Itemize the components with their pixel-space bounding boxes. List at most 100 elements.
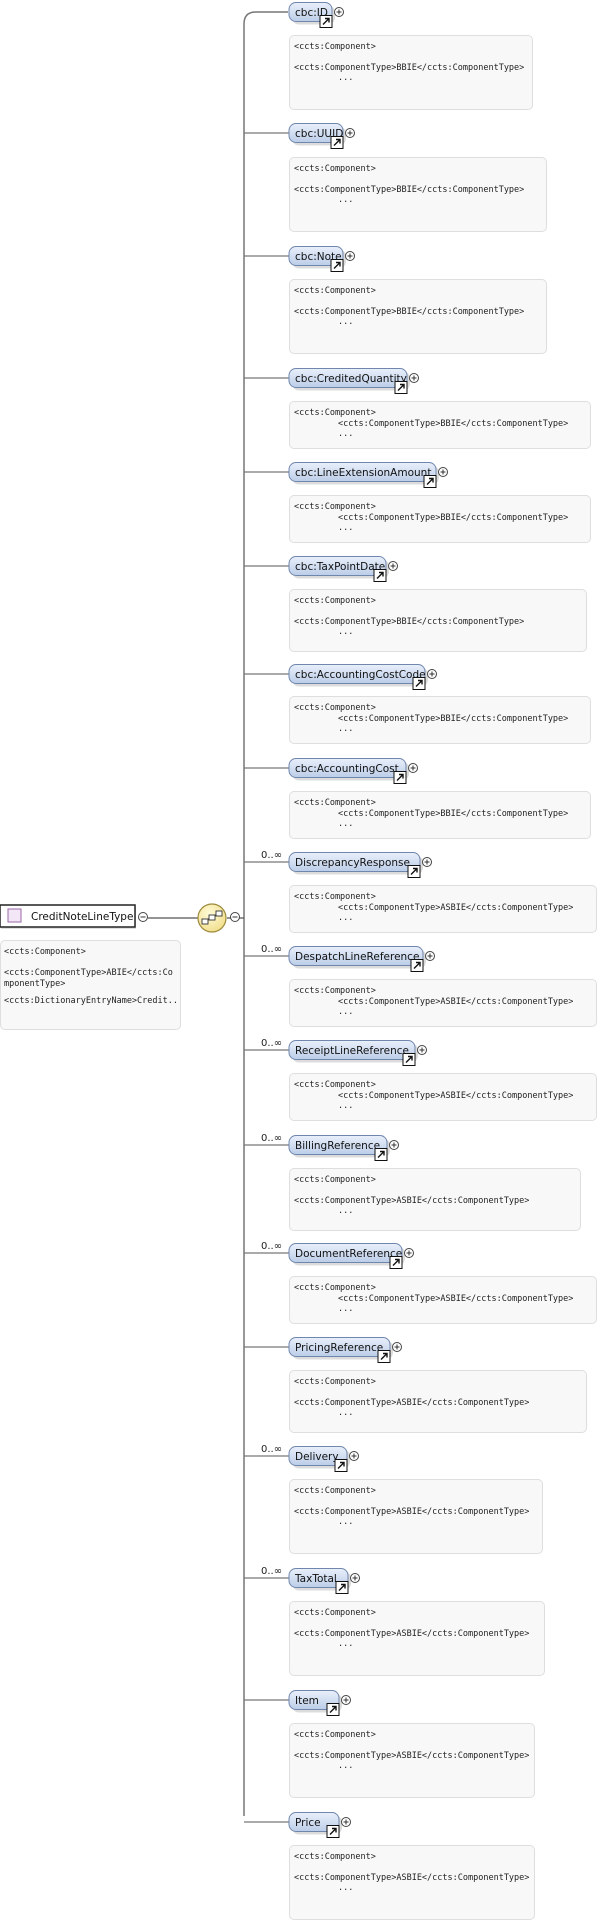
expand-toggle[interactable] [392,1342,402,1352]
root-type-box[interactable]: CreditNoteLineType [0,904,136,929]
annotation-more: ... [338,1101,354,1111]
annotation-more: ... [338,429,354,439]
expand-toggle[interactable] [350,1573,360,1583]
annotation-billing-reference: <ccts:Component><ccts:ComponentType>ASBI… [289,1168,581,1231]
element-cbc-accounting-cost-code[interactable]: cbc:AccountingCostCode [288,664,428,687]
complex-type-icon [7,908,22,923]
expand-toggle[interactable] [427,669,437,679]
element-label: Item [295,1695,319,1707]
sequence-collapse-toggle[interactable] [230,912,240,922]
element-receipt-line-reference[interactable]: ReceiptLineReference [288,1040,418,1063]
expand-toggle[interactable] [409,373,419,383]
annotation-pricing-reference: <ccts:Component><ccts:ComponentType>ASBI… [289,1370,587,1433]
element-cbc-line-extension-amount[interactable]: cbc:LineExtensionAmount [288,462,439,485]
reference-arrow-icon [326,1703,340,1716]
annotation-component: <ccts:Component> [294,1080,376,1090]
reference-arrow-icon [330,136,344,149]
reference-arrow-icon [402,1053,416,1066]
annotation-component: <ccts:Component> [294,42,376,52]
annotation-cbc-credited-quantity: <ccts:Component><ccts:ComponentType>BBIE… [289,401,591,449]
annotation-component: <ccts:Component> [294,703,376,713]
annotation-cbc-line-extension-amount: <ccts:Component><ccts:ComponentType>BBIE… [289,495,591,543]
element-document-reference[interactable]: DocumentReference [288,1243,405,1266]
element-cbc-tax-point-date[interactable]: cbc:TaxPointDate [288,556,389,579]
annotation-component-type: <ccts:ComponentType>ASBIE</ccts:Componen… [338,1091,574,1101]
reference-arrow-icon [423,475,437,488]
expand-toggle[interactable] [341,1817,351,1827]
annotation-more: ... [338,1007,354,1017]
expand-toggle[interactable] [417,1045,427,1055]
expand-toggle[interactable] [422,857,432,867]
annotation-discrepancy-response: <ccts:Component><ccts:ComponentType>ASBI… [289,885,597,933]
expand-toggle[interactable] [345,251,355,261]
element-label: TaxTotal [294,1573,337,1585]
element-pricing-reference[interactable]: PricingReference [288,1337,393,1360]
annotation-component: <ccts:Component> [294,1283,376,1293]
element-delivery[interactable]: Delivery [288,1446,350,1469]
element-cbc-accounting-cost[interactable]: cbc:AccountingCost [288,758,409,781]
annotation-more: ... [338,1304,354,1314]
root-annotation-type: <ccts:ComponentType>ABIE</ccts:Component… [4,968,173,989]
element-label: DiscrepancyResponse [295,857,410,869]
root-annotation: <ccts:Component> <ccts:ComponentType>ABI… [0,940,181,1030]
reference-arrow-icon [410,959,424,972]
element-label: cbc:LineExtensionAmount [295,467,431,479]
annotation-component-type: <ccts:ComponentType>BBIE</ccts:Component… [294,63,525,73]
annotation-tax-total: <ccts:Component><ccts:ComponentType>ASBI… [289,1601,545,1676]
reference-arrow-icon [389,1256,403,1269]
annotation-cbc-accounting-cost: <ccts:Component><ccts:ComponentType>BBIE… [289,791,591,839]
element-despatch-line-reference[interactable]: DespatchLineReference [288,946,426,969]
expand-toggle[interactable] [425,951,435,961]
element-label: Delivery [295,1451,339,1463]
element-discrepancy-response[interactable]: DiscrepancyResponse [288,852,423,875]
reference-arrow-icon [407,865,421,878]
annotation-component: <ccts:Component> [294,164,376,174]
element-billing-reference[interactable]: BillingReference [288,1135,390,1158]
occurrence-label: 0..∞ [261,1241,282,1252]
expand-toggle[interactable] [341,1695,351,1705]
annotation-cbc-tax-point-date: <ccts:Component><ccts:ComponentType>BBIE… [289,589,587,652]
annotation-more: ... [338,819,354,829]
annotation-cbc-note: <ccts:Component><ccts:ComponentType>BBIE… [289,279,547,354]
reference-arrow-icon [319,15,333,28]
annotation-component-type: <ccts:ComponentType>BBIE</ccts:Component… [294,307,525,317]
annotation-component: <ccts:Component> [294,1175,376,1185]
expand-toggle[interactable] [438,467,448,477]
expand-toggle[interactable] [349,1451,359,1461]
annotation-component: <ccts:Component> [294,502,376,512]
expand-toggle[interactable] [389,1140,399,1150]
annotation-more: ... [338,1761,354,1771]
annotation-delivery: <ccts:Component><ccts:ComponentType>ASBI… [289,1479,543,1554]
annotation-receipt-line-reference: <ccts:Component><ccts:ComponentType>ASBI… [289,1073,597,1121]
occurrence-label: 0..∞ [261,850,282,861]
root-annotation-component: <ccts:Component> [4,947,86,957]
root-collapse-toggle[interactable] [138,912,148,922]
annotation-component: <ccts:Component> [294,1608,376,1618]
annotation-more: ... [338,1517,354,1527]
annotation-component-type: <ccts:ComponentType>BBIE</ccts:Component… [338,809,569,819]
expand-toggle[interactable] [334,7,344,17]
expand-toggle[interactable] [404,1248,414,1258]
element-label: cbc:CreditedQuantity [295,373,407,385]
reference-arrow-icon [393,771,407,784]
annotation-more: ... [338,1883,354,1893]
annotation-component-type: <ccts:ComponentType>BBIE</ccts:Component… [294,617,525,627]
annotation-component: <ccts:Component> [294,1852,376,1862]
element-cbc-credited-quantity[interactable]: cbc:CreditedQuantity [288,368,410,391]
expand-toggle[interactable] [345,128,355,138]
annotation-component-type: <ccts:ComponentType>ASBIE</ccts:Componen… [294,1507,530,1517]
element-label: cbc:TaxPointDate [295,561,385,573]
branch-connector [243,11,288,1816]
sequence-compositor-icon[interactable] [197,903,227,933]
annotation-document-reference: <ccts:Component><ccts:ComponentType>ASBI… [289,1276,597,1324]
expand-toggle[interactable] [388,561,398,571]
element-label: BillingReference [295,1140,380,1152]
annotation-component-type: <ccts:ComponentType>ASBIE</ccts:Componen… [338,903,574,913]
reference-arrow-icon [330,259,344,272]
annotation-component-type: <ccts:ComponentType>ASBIE</ccts:Componen… [294,1398,530,1408]
expand-toggle[interactable] [408,763,418,773]
annotation-component-type: <ccts:ComponentType>ASBIE</ccts:Componen… [294,1751,530,1761]
occurrence-label: 0..∞ [261,1444,282,1455]
annotation-item: <ccts:Component><ccts:ComponentType>ASBI… [289,1723,535,1798]
element-label: cbc:AccountingCost [295,763,399,775]
